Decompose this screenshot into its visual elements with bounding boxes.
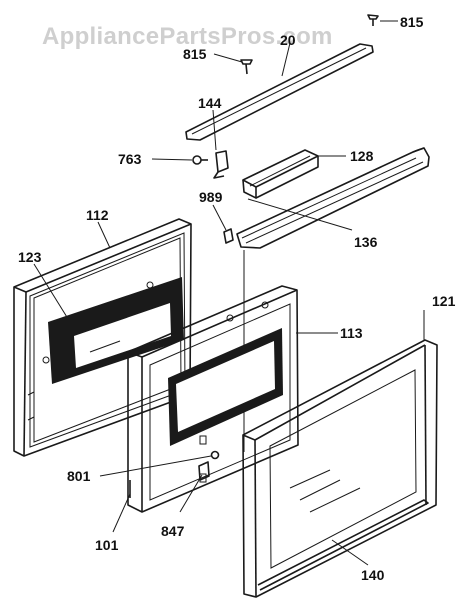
- label-763: 763: [118, 151, 142, 167]
- leader-123: [33, 263, 71, 323]
- leader-136: [247, 198, 353, 231]
- label-121: 121: [432, 293, 456, 309]
- label-815-top: 815: [400, 14, 424, 30]
- label-136: 136: [354, 234, 378, 250]
- door-frame-113: [127, 285, 299, 513]
- label-123: 123: [18, 249, 42, 265]
- clip-144: [213, 150, 229, 179]
- label-20: 20: [280, 32, 296, 48]
- label-140: 140: [361, 567, 385, 583]
- label-815-left: 815: [183, 46, 207, 62]
- leader-101: [112, 493, 131, 533]
- outer-glass-panel-121: [242, 339, 438, 598]
- leader-112: [97, 221, 111, 249]
- label-801: 801: [67, 468, 91, 484]
- label-101: 101: [95, 537, 119, 553]
- leader-815-left: [213, 53, 243, 63]
- watermark-text: AppliancePartsPros.com: [42, 23, 333, 50]
- label-847: 847: [161, 523, 185, 539]
- leader-20: [281, 42, 291, 77]
- window-glass-123: [48, 277, 184, 384]
- label-989: 989: [199, 189, 223, 205]
- trim-strip-20: [185, 43, 374, 141]
- label-112: 112: [86, 207, 109, 223]
- screw-763: [192, 155, 208, 165]
- screw-815-left: [240, 59, 253, 75]
- bracket-128: [242, 149, 319, 199]
- leader-140: [331, 539, 369, 566]
- leader-144: [212, 109, 217, 151]
- leader-801: [99, 455, 212, 477]
- bracket-847: [198, 461, 210, 481]
- handle-bar-136: [236, 147, 430, 249]
- screw-815-top: [367, 14, 379, 26]
- label-113: 113: [340, 325, 363, 341]
- leader-847: [179, 474, 203, 513]
- label-144: 144: [198, 95, 222, 111]
- screw-801: [210, 450, 220, 460]
- leader-989: [212, 204, 227, 231]
- clip-989: [223, 228, 234, 244]
- label-128: 128: [350, 148, 374, 164]
- leader-763: [151, 158, 193, 161]
